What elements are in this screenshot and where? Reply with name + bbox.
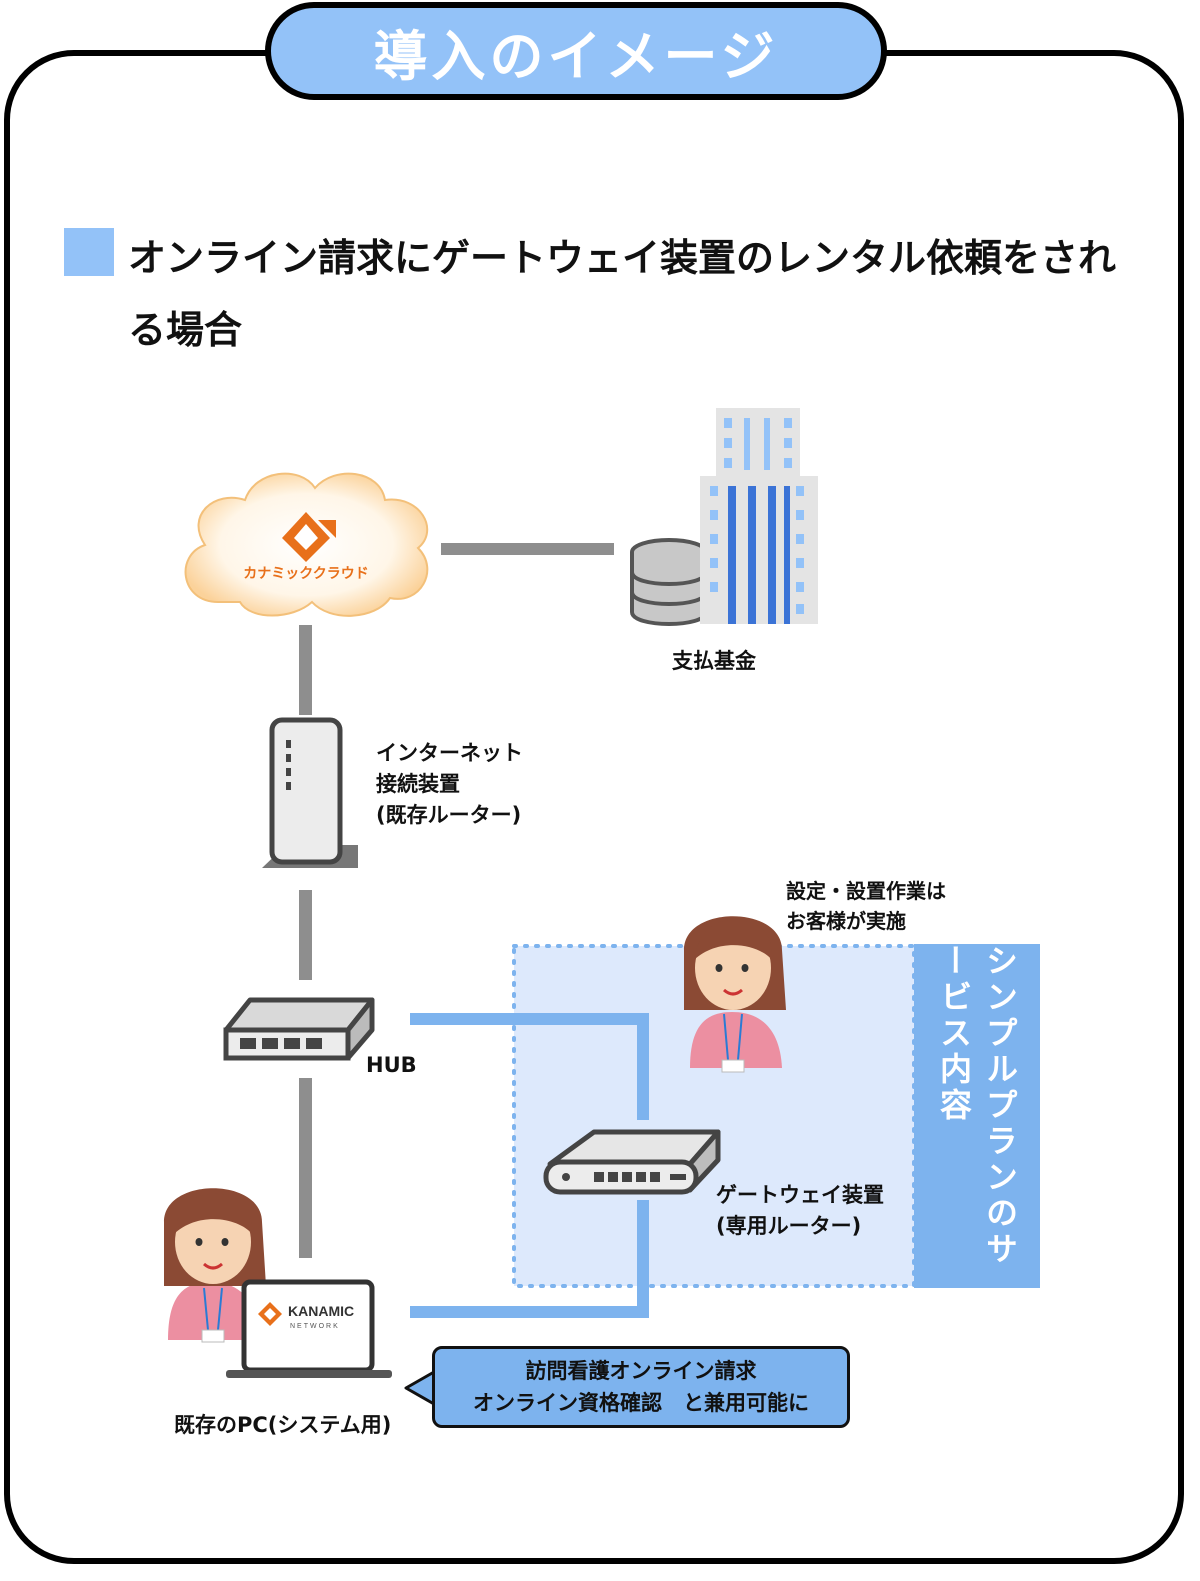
router-label: インターネット 接続装置 (既存ルーター) xyxy=(376,741,523,827)
installer-note: 設定・設置作業は お客様が実施 xyxy=(786,879,946,933)
kanamic-logo-icon xyxy=(282,512,336,562)
staff-avatar-user xyxy=(164,1188,266,1343)
gateway-pc-line xyxy=(410,1200,649,1318)
callout-line-1: 訪問看護オンライン請求 xyxy=(525,1359,757,1383)
kanamic-network-logo-icon xyxy=(258,1302,282,1326)
hub-icon xyxy=(223,997,375,1061)
heading-marker xyxy=(64,228,114,276)
cloud-label: カナミッククラウド xyxy=(243,566,368,582)
gateway-device-icon xyxy=(543,1129,721,1195)
laptop-logo-bottom: NETWORK xyxy=(290,1323,340,1330)
building-icon xyxy=(700,408,818,624)
service-plan-tag: シンプルプランのサービス内容 xyxy=(914,944,1040,1288)
cloud-router-line xyxy=(299,625,312,715)
fund-label: 支払基金 xyxy=(672,649,756,673)
staff-avatar-installer xyxy=(684,916,786,1073)
callout-box: 訪問看護オンライン請求 オンライン資格確認 と兼用可能に xyxy=(432,1346,850,1428)
database-icon xyxy=(630,538,708,626)
hub-pc-line xyxy=(299,1078,312,1258)
section-heading: オンライン請求にゲートウェイ装置のレンタル依頼をされる場合 xyxy=(128,236,1117,352)
page-title: 導入のイメージ xyxy=(373,24,779,88)
gateway-connections xyxy=(410,1013,649,1318)
hub-gateway-line xyxy=(410,1013,649,1120)
laptop-logo-top: KANAMIC xyxy=(288,1303,354,1319)
cloud-fund-line xyxy=(441,543,614,555)
router-hub-line xyxy=(299,890,312,980)
service-plan-label: シンプルプランのサービス内容 xyxy=(935,944,1019,1268)
cloud-icon xyxy=(184,472,429,617)
gateway-label: ゲートウェイ装置 (専用ルーター) xyxy=(716,1183,884,1238)
hub-label: HUB xyxy=(366,1053,417,1077)
wired-connections xyxy=(299,543,614,1258)
callout-pointer xyxy=(404,1370,436,1406)
router-icon xyxy=(262,717,358,868)
laptop-icon: KANAMIC NETWORK xyxy=(226,1279,392,1378)
title-pill: 導入のイメージ xyxy=(265,2,887,100)
callout-line-2: オンライン資格確認 と兼用可能に xyxy=(473,1391,809,1415)
pc-label: 既存のPC(システム用) xyxy=(174,1413,392,1437)
